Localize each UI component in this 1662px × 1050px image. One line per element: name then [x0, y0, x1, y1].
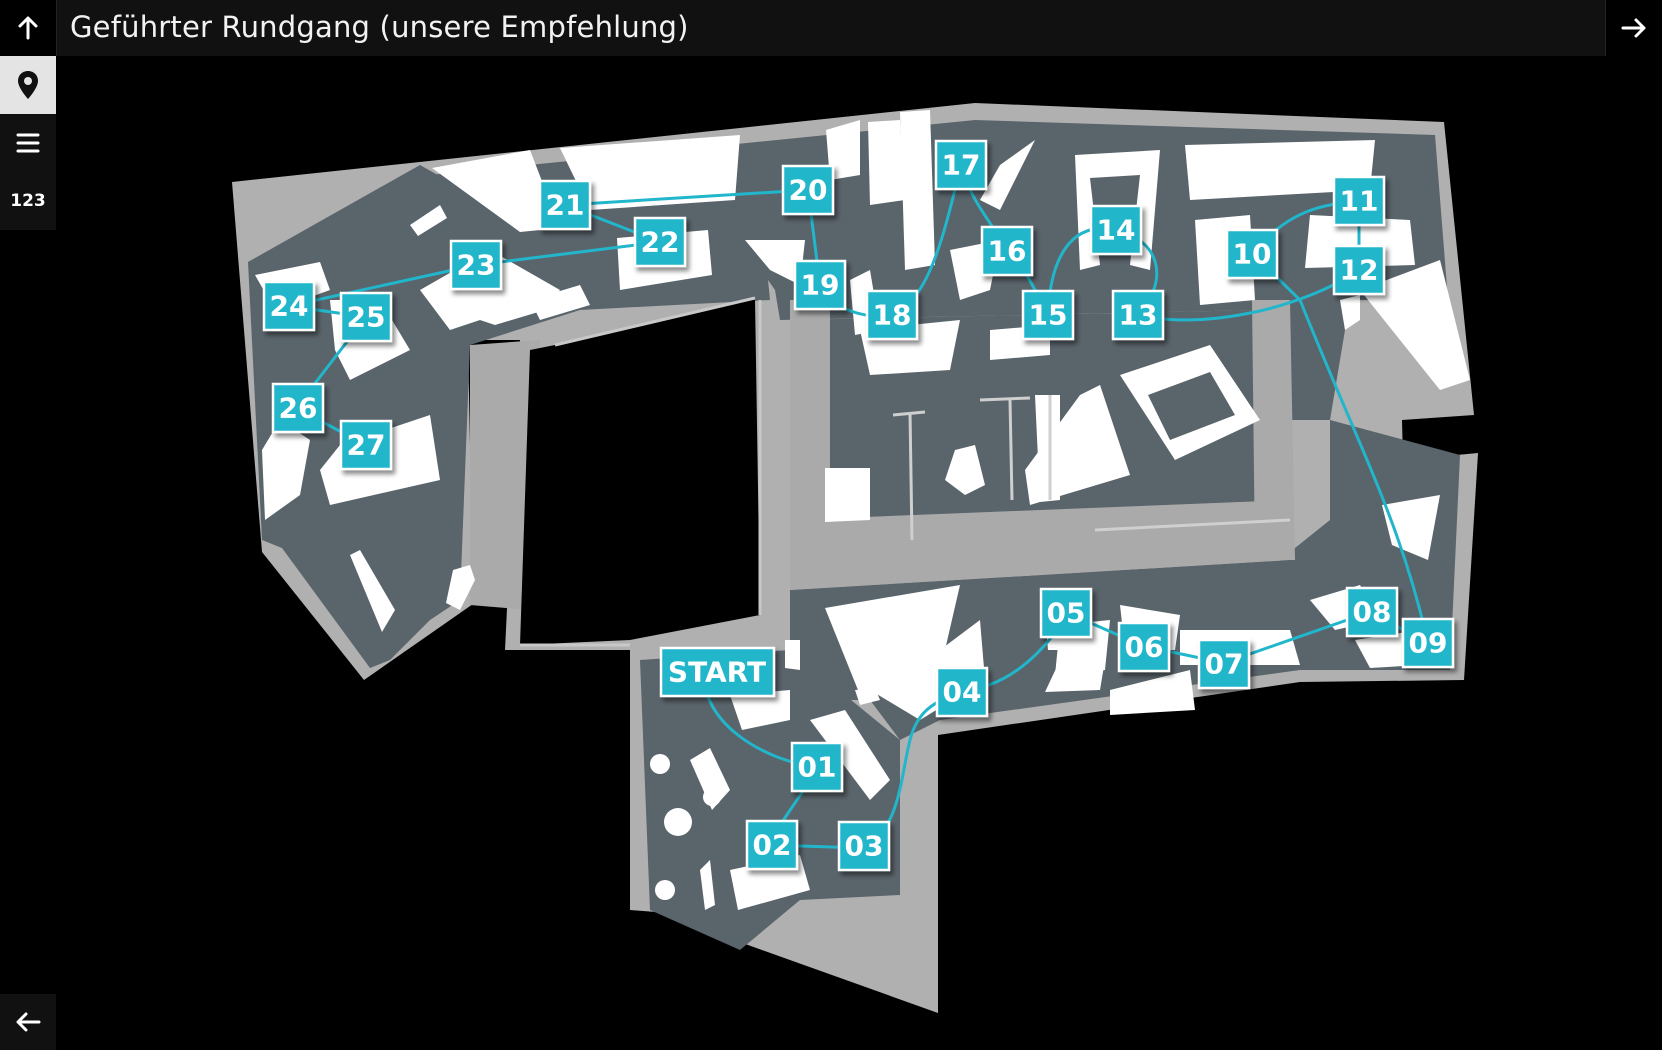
- station-label: 17: [942, 149, 981, 182]
- station-label: 09: [1409, 627, 1448, 660]
- station-marker[interactable]: 01: [790, 741, 844, 793]
- station-marker[interactable]: 09: [1401, 617, 1455, 669]
- numbers-button[interactable]: 123: [0, 172, 56, 230]
- station-marker[interactable]: 27: [339, 419, 393, 471]
- station-marker[interactable]: 13: [1111, 289, 1165, 341]
- map-pin-icon: [18, 71, 38, 99]
- station-label: 25: [347, 301, 386, 334]
- station-label: 24: [270, 290, 309, 323]
- station-label: 18: [873, 299, 912, 332]
- station-marker[interactable]: 15: [1021, 289, 1075, 341]
- arrow-up-icon: [18, 16, 38, 40]
- station-label: 20: [789, 174, 828, 207]
- station-label: 04: [943, 676, 982, 709]
- station-marker[interactable]: 11: [1332, 175, 1386, 227]
- hamburger-menu-icon: [16, 133, 40, 153]
- station-marker[interactable]: 25: [339, 291, 393, 343]
- station-label: 08: [1353, 596, 1392, 629]
- station-label: 23: [457, 249, 496, 282]
- station-markers: START 01 02 03 04 05 06 07 08 09 10 11 1…: [262, 139, 1455, 872]
- arrow-left-icon: [16, 1012, 41, 1032]
- station-label: 15: [1029, 299, 1068, 332]
- station-marker[interactable]: 06: [1117, 621, 1171, 673]
- station-marker[interactable]: 07: [1197, 638, 1251, 690]
- back-button[interactable]: [0, 994, 56, 1050]
- page-title: Geführter Rundgang (unsere Empfehlung): [70, 10, 689, 44]
- next-button[interactable]: [1605, 0, 1662, 56]
- station-label: START: [668, 656, 766, 689]
- station-label: 26: [279, 392, 318, 425]
- station-marker[interactable]: 14: [1089, 204, 1143, 256]
- station-label: 12: [1340, 254, 1379, 287]
- up-button[interactable]: [0, 0, 57, 56]
- station-marker[interactable]: 26: [271, 382, 325, 434]
- station-label: 16: [988, 235, 1027, 268]
- menu-button[interactable]: [0, 114, 56, 172]
- station-marker[interactable]: START: [659, 646, 776, 698]
- interior-walls: [892, 395, 1291, 541]
- station-marker[interactable]: 04: [935, 666, 989, 718]
- location-button[interactable]: [0, 56, 56, 114]
- station-marker[interactable]: 18: [865, 289, 919, 341]
- station-marker[interactable]: 12: [1332, 244, 1386, 296]
- station-marker[interactable]: 05: [1039, 587, 1093, 639]
- station-marker[interactable]: 21: [538, 179, 592, 231]
- station-label: 11: [1340, 185, 1379, 218]
- station-marker[interactable]: 10: [1225, 228, 1279, 280]
- station-label: 05: [1047, 597, 1086, 630]
- station-label: 13: [1119, 299, 1158, 332]
- station-label: 14: [1097, 214, 1136, 247]
- station-label: 10: [1233, 238, 1272, 271]
- arrow-right-icon: [1621, 18, 1646, 38]
- station-marker[interactable]: 16: [980, 225, 1034, 277]
- central-corridor: [470, 300, 1295, 610]
- top-bar: [0, 0, 1662, 56]
- station-marker[interactable]: 08: [1345, 586, 1399, 638]
- station-marker[interactable]: 17: [934, 139, 988, 191]
- station-marker[interactable]: 24: [262, 280, 316, 332]
- station-label: 27: [347, 429, 386, 462]
- station-label: 07: [1205, 648, 1244, 681]
- station-marker[interactable]: 19: [793, 259, 847, 311]
- station-marker[interactable]: 03: [837, 820, 891, 872]
- station-label: 01: [798, 751, 837, 784]
- station-label: 22: [641, 226, 680, 259]
- station-label: 06: [1125, 631, 1164, 664]
- station-marker[interactable]: 02: [745, 819, 799, 871]
- station-label: 19: [801, 269, 840, 302]
- atrium-edge: [520, 296, 762, 647]
- station-label: 21: [546, 189, 585, 222]
- atrium-void: [520, 298, 760, 645]
- station-label: 02: [753, 829, 792, 862]
- station-marker[interactable]: 20: [781, 164, 835, 216]
- station-label: 03: [845, 830, 884, 863]
- station-marker[interactable]: 22: [633, 216, 687, 268]
- station-marker[interactable]: 23: [449, 239, 503, 291]
